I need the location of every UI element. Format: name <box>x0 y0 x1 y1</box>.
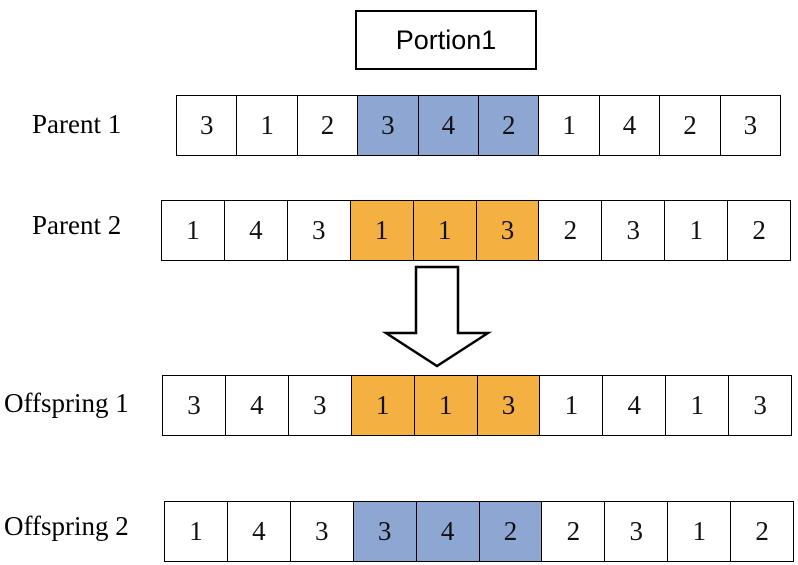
row-label-parent-2: Parent 2 <box>32 210 122 240</box>
gene-cell: 4 <box>600 96 661 155</box>
gene-cell: 3 <box>289 376 352 435</box>
row-label-parent-1: Parent 1 <box>32 109 122 139</box>
gene-cell: 4 <box>416 502 480 561</box>
gene-cell: 2 <box>755 516 769 546</box>
gene-cell: 2 <box>539 201 603 260</box>
gene-cell: 3 <box>743 110 758 140</box>
gene-cell: 2 <box>479 502 543 561</box>
gene-cell: 3 <box>602 201 666 260</box>
gene-cell: 4 <box>603 376 667 435</box>
chromosome-parent-2: 1 4 3 1 1 3 2 3 1 2 <box>161 200 791 261</box>
gene-cell: 3 <box>476 201 540 260</box>
gene-cell: 3 <box>291 502 354 561</box>
gene-cell: 3 <box>288 201 351 260</box>
chromosome-offspring-1: 3 4 3 1 1 3 1 4 1 3 <box>162 375 792 436</box>
chromosome-parent-1: 3 1 2 3 4 2 1 4 2 3 <box>176 95 781 156</box>
gene-cell: 2 <box>479 96 540 155</box>
gene-cell: 3 <box>753 390 767 420</box>
gene-cell: 1 <box>666 376 730 435</box>
gene-cell: 3 <box>163 376 226 435</box>
gene-cell: 1 <box>162 201 225 260</box>
gene-cell: 4 <box>228 502 291 561</box>
gene-cell: 1 <box>414 376 478 435</box>
gene-cell: 1 <box>540 376 604 435</box>
gene-cell: 3 <box>353 502 417 561</box>
gene-cell: 1 <box>665 201 729 260</box>
down-arrow-icon <box>381 265 492 368</box>
gene-cell: 1 <box>668 502 732 561</box>
gene-cell: 2 <box>298 96 359 155</box>
gene-cell: 1 <box>165 502 228 561</box>
gene-cell: 1 <box>539 96 600 155</box>
gene-cell: 1 <box>413 201 477 260</box>
portion-label: Portion1 <box>395 24 497 55</box>
gene-cell: 1 <box>350 201 414 260</box>
row-label-offspring-2: Offspring 2 <box>4 511 129 541</box>
gene-cell: 3 <box>477 376 541 435</box>
gene-cell: 4 <box>225 201 288 260</box>
gene-cell: 2 <box>542 502 606 561</box>
row-label-offspring-1: Offspring 1 <box>4 388 129 418</box>
gene-cell: 1 <box>237 96 298 155</box>
gene-cell: 3 <box>177 96 238 155</box>
gene-cell: 3 <box>605 502 669 561</box>
gene-cell: 2 <box>660 96 721 155</box>
gene-cell: 3 <box>358 96 419 155</box>
gene-cell: 4 <box>418 96 480 155</box>
chromosome-offspring-2: 1 4 3 3 4 2 2 3 1 2 <box>164 501 794 562</box>
gene-cell: 1 <box>351 376 415 435</box>
gene-cell: 4 <box>226 376 289 435</box>
portion-label-box: Portion1 <box>355 10 537 70</box>
gene-cell: 2 <box>752 215 766 245</box>
